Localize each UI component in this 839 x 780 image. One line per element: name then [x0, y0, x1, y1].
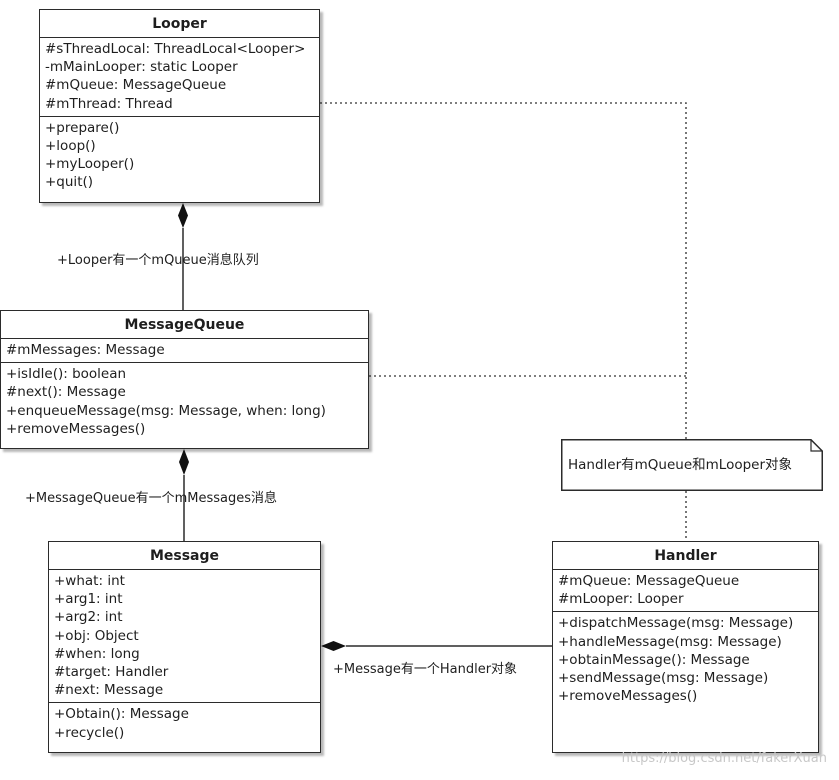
- method: +loop(): [45, 138, 96, 155]
- method: +removeMessages(): [6, 420, 146, 437]
- class-name: Looper: [40, 10, 319, 38]
- attribute-list: #mQueue: MessageQueue #mLooper: Looper: [553, 570, 818, 613]
- method: +enqueueMessage(msg: Message, when: long…: [6, 402, 326, 419]
- composition-diamond-looper: [178, 203, 188, 228]
- attribute: #sThreadLocal: ThreadLocal<Looper>: [45, 41, 306, 57]
- method: +isIdle(): boolean: [6, 366, 127, 383]
- attribute: +obj: Object: [54, 627, 139, 644]
- attribute: #target: Handler: [54, 664, 169, 681]
- method-list: +dispatchMessage(msg: Message) +handleMe…: [553, 612, 818, 708]
- attribute: #mThread: Thread: [45, 95, 173, 112]
- relation-label-messagequeue-message: +MessageQueue有一个mMessages消息: [25, 491, 277, 506]
- attribute: #mQueue: MessageQueue: [558, 573, 740, 589]
- class-message[interactable]: Message +what: int +arg1: int +arg2: int…: [48, 541, 321, 753]
- attribute-list: +what: int +arg1: int +arg2: int +obj: O…: [49, 570, 320, 704]
- composition-diamond-message: [321, 641, 346, 651]
- attribute: +arg1: int: [54, 591, 123, 608]
- method: +dispatchMessage(msg: Message): [558, 615, 794, 632]
- method: #next(): Message: [6, 384, 126, 401]
- uml-note: Handler有mQueue和mLooper对象: [561, 439, 823, 491]
- relation-label-message-handler: +Message有一个Handler对象: [333, 662, 518, 677]
- method: +removeMessages(): [558, 688, 698, 705]
- attribute: #mQueue: MessageQueue: [45, 77, 227, 94]
- method: +handleMessage(msg: Message): [558, 633, 782, 650]
- attribute: -mMainLooper: static Looper: [45, 59, 238, 76]
- watermark-text: https://blog.csdn.net/fakerXuan: [621, 751, 827, 766]
- method: +sendMessage(msg: Message): [558, 670, 769, 687]
- method-list: +prepare() +loop() +myLooper() +quit(): [40, 117, 319, 195]
- attribute: #mLooper: Looper: [558, 591, 684, 608]
- class-looper[interactable]: Looper #sThreadLocal: ThreadLocal<Looper…: [39, 9, 320, 203]
- method: +obtainMessage(): Message: [558, 651, 750, 668]
- method: +Obtain(): Message: [54, 706, 189, 723]
- attribute: +what: int: [54, 573, 125, 589]
- class-handler[interactable]: Handler #mQueue: MessageQueue #mLooper: …: [552, 541, 819, 753]
- attribute-list: #mMessages: Message: [1, 339, 368, 364]
- method: +recycle(): [54, 724, 125, 741]
- method-list: +Obtain(): Message +recycle(): [49, 703, 320, 744]
- class-messagequeue[interactable]: MessageQueue #mMessages: Message +isIdle…: [0, 310, 369, 449]
- class-name: MessageQueue: [1, 311, 368, 339]
- composition-diamond-messagequeue: [179, 449, 189, 475]
- relation-label-looper-messagequeue: +Looper有一个mQueue消息队列: [57, 253, 259, 268]
- dependency-line-handler-looper: [320, 102, 687, 439]
- class-name: Handler: [553, 542, 818, 570]
- attribute: #when: long: [54, 645, 140, 662]
- method-list: +isIdle(): boolean #next(): Message +enq…: [1, 363, 368, 441]
- method: +quit(): [45, 174, 94, 191]
- class-name: Message: [49, 542, 320, 570]
- attribute: #mMessages: Message: [6, 342, 165, 358]
- attribute: +arg2: int: [54, 609, 123, 626]
- method: +myLooper(): [45, 156, 135, 173]
- note-shape: [561, 439, 823, 491]
- method: +prepare(): [45, 119, 120, 136]
- attribute-list: #sThreadLocal: ThreadLocal<Looper> -mMai…: [40, 38, 319, 117]
- note-text: Handler有mQueue和mLooper对象: [568, 457, 793, 473]
- attribute: #next: Message: [54, 682, 164, 699]
